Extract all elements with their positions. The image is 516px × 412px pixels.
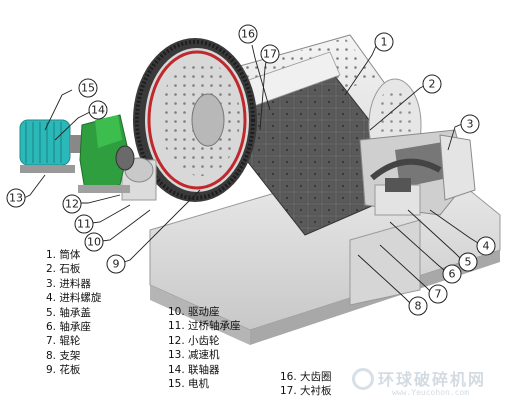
svg-text:3: 3 <box>467 118 474 131</box>
callout-7: 7 <box>428 284 448 304</box>
svg-text:7: 7 <box>435 288 442 301</box>
svg-text:9: 9 <box>113 258 120 271</box>
callout-12: 12 <box>62 194 82 214</box>
svg-text:15: 15 <box>81 82 95 95</box>
callout-10: 10 <box>84 232 104 252</box>
callout-9: 9 <box>106 254 126 274</box>
legend-item: 4. 进料螺旋 <box>46 292 102 305</box>
discharge-end <box>359 78 476 216</box>
legend-column-2: 10. 驱动座 11. 过桥轴承座 12. 小齿轮 13. 减速机 14. 联轴… <box>168 305 241 391</box>
legend-item: 1. 筒体 <box>46 249 81 261</box>
svg-text:5: 5 <box>465 256 472 269</box>
legend-item: 6. 轴承座 <box>46 320 91 333</box>
callout-markers: 1 2 3 4 5 6 7 8 9 10 11 12 13 14 15 16 1… <box>6 24 496 316</box>
callout-2: 2 <box>422 74 442 94</box>
callout-6: 6 <box>442 264 462 284</box>
legend-item: 8. 支架 <box>46 349 81 362</box>
legend-column-1: 1. 筒体 2. 石板 3. 进料器 4. 进料螺旋 5. 轴承盖 6. 轴承座… <box>46 248 101 378</box>
legend-item: 5. 轴承盖 <box>46 306 91 319</box>
legend-item: 14. 联轴器 <box>168 363 220 376</box>
feed-end-head <box>133 38 257 202</box>
watermark-text: 环球破碎机网 <box>378 370 487 389</box>
svg-text:13: 13 <box>9 192 23 205</box>
watermark-logo-icon <box>352 368 374 390</box>
callout-5: 5 <box>458 252 478 272</box>
legend-item: 17. 大衬板 <box>280 385 332 398</box>
watermark: 环球破碎机网 www.Yeucohon.com <box>352 366 502 402</box>
callout-17: 17 <box>260 44 280 64</box>
svg-text:11: 11 <box>77 218 91 231</box>
svg-text:10: 10 <box>87 236 101 249</box>
callout-leaders <box>23 44 479 304</box>
watermark-url: www.Yeucohon.com <box>392 388 470 397</box>
legend-item: 16. 大齿圈 <box>280 371 332 383</box>
svg-text:12: 12 <box>65 198 79 211</box>
svg-text:17: 17 <box>263 48 277 61</box>
legend-item: 3. 进料器 <box>46 277 91 290</box>
bearing-assembly <box>121 157 421 306</box>
callout-15: 15 <box>78 78 98 98</box>
legend-item: 11. 过桥轴承座 <box>168 320 241 333</box>
callout-8: 8 <box>408 296 428 316</box>
svg-text:14: 14 <box>91 104 105 117</box>
callout-11: 11 <box>74 214 94 234</box>
legend-item: 7. 辊轮 <box>46 335 81 348</box>
legend-item: 9. 花板 <box>46 364 81 377</box>
legend-item: 10. 驱动座 <box>168 306 220 318</box>
callout-3: 3 <box>460 114 480 134</box>
svg-text:8: 8 <box>415 300 422 313</box>
drive-train <box>19 114 135 193</box>
svg-text:4: 4 <box>483 240 490 253</box>
svg-text:2: 2 <box>429 78 436 91</box>
legend-column-3: 16. 大齿圈 17. 大衬板 <box>280 370 332 399</box>
legend-item: 2. 石板 <box>46 263 81 276</box>
callout-16: 16 <box>238 24 258 44</box>
legend-item: 12. 小齿轮 <box>168 334 220 347</box>
svg-text:6: 6 <box>449 268 456 281</box>
callout-4: 4 <box>476 236 496 256</box>
legend-item: 15. 电机 <box>168 377 210 390</box>
legend-item: 13. 减速机 <box>168 349 220 362</box>
callout-14: 14 <box>88 100 108 120</box>
svg-text:16: 16 <box>241 28 255 41</box>
svg-text:1: 1 <box>381 36 388 49</box>
callout-1: 1 <box>374 32 394 52</box>
callout-13: 13 <box>6 188 26 208</box>
